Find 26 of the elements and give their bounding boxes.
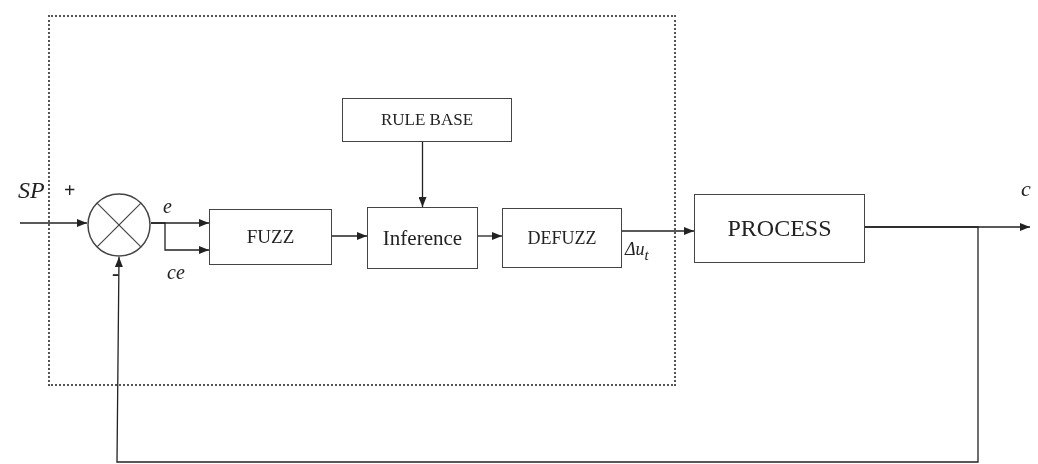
signal-label: e [163, 196, 172, 216]
dotted-boundary-box [48, 15, 676, 386]
signal-label: SP [18, 178, 45, 202]
signal-label: ce [167, 262, 185, 282]
process-box [502, 208, 622, 268]
sign-label: + [64, 180, 76, 200]
arrow [621, 227, 695, 235]
process-box [694, 194, 865, 263]
process-box [209, 209, 332, 265]
arrow [331, 232, 368, 240]
block-label: Inference [382, 225, 463, 251]
block-label: PROCESS [727, 215, 832, 242]
block-label: DEFUZZ [527, 227, 597, 249]
block-label: RULE BASE [380, 110, 474, 130]
signal-label: Δu$_{t}$ [625, 240, 649, 263]
summing-junction [87, 193, 151, 257]
signal-label: c [1021, 178, 1031, 200]
arrow [19, 219, 88, 227]
sign-label: - [112, 262, 120, 284]
arrow [114, 226, 979, 463]
arrow [418, 141, 427, 208]
block-label: FUZZ [246, 226, 295, 248]
arrow [477, 232, 503, 240]
process-box [342, 98, 512, 142]
process-box [367, 207, 478, 269]
arrow [150, 222, 210, 254]
